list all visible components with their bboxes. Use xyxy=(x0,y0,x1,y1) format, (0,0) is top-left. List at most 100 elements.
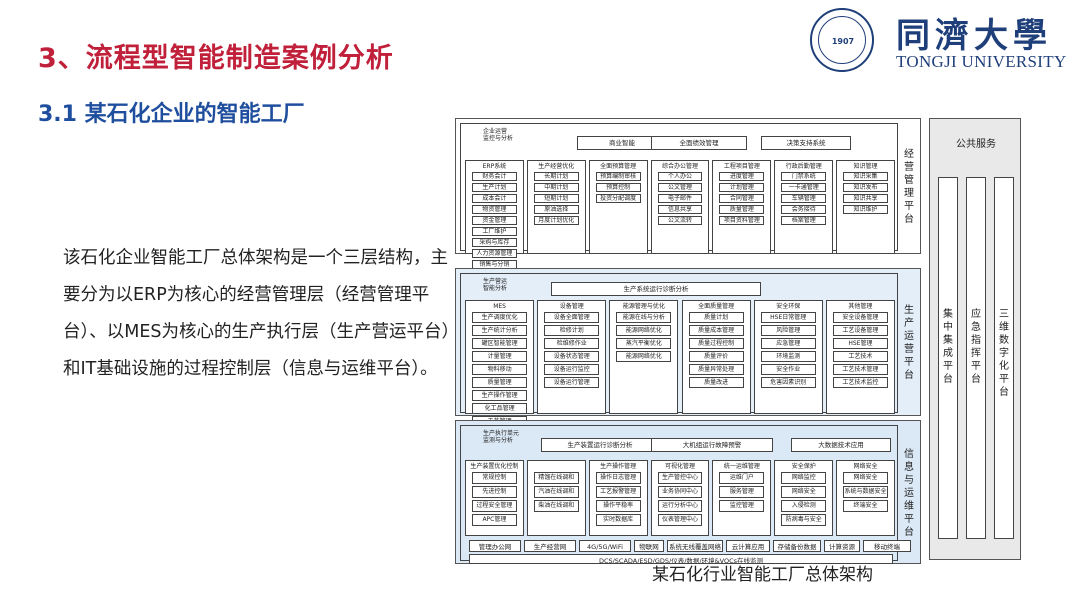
middle-item: 工艺设备管理 xyxy=(832,325,888,336)
middle-item: HSE日常管理 xyxy=(760,312,816,323)
middle-item: 罐区智能管理 xyxy=(472,338,528,349)
bottom-item: 运维门户 xyxy=(719,472,765,484)
middle-item: 生产操作管理 xyxy=(472,390,528,401)
bottom-item: 网络安全 xyxy=(843,472,888,484)
bottom-module-title-6: 网络安全 xyxy=(853,463,878,470)
university-name-en: TONGJI UNIVERSITY xyxy=(896,52,1067,71)
top-module-title-3: 综合办公管理 xyxy=(661,163,698,170)
top-item: 投资分配调度 xyxy=(595,194,641,203)
infra-base-bar: DCS/SCADA/ESD/GDS/仪表/数据/环境&VOCs在线监测 xyxy=(469,554,893,564)
middle-module-1: 设备管理设备全面管理检修计划检维修作业设备状态管理设备运行监控设备运行管理 xyxy=(537,300,607,414)
bottom-item: 运行分析中心 xyxy=(657,500,703,512)
middle-item: 安全设备管理 xyxy=(832,312,888,323)
middle-item: 计量管理 xyxy=(472,351,528,362)
public-services: 公共服务集中集成平台应急指挥平台三维数字化平台 xyxy=(929,118,1021,560)
middle-item: 工艺技术管理 xyxy=(832,364,888,375)
bottom-bar-1: 大机组运行故障预警 xyxy=(651,438,773,452)
bottom-item: APC管理 xyxy=(472,514,517,526)
top-module-title-0: ERP系统 xyxy=(482,163,507,170)
middle-item: 质量过程控制 xyxy=(688,338,744,349)
top-module-title-4: 工程项目管理 xyxy=(723,163,760,170)
public-service-label: 集中集成平台 xyxy=(943,309,953,385)
top-item: 中期计划 xyxy=(533,183,579,192)
middle-corner-label: 生产营运 智能分析 xyxy=(483,278,508,292)
middle-item: 风险管理 xyxy=(760,325,816,336)
top-item: 门禁系统 xyxy=(781,172,827,181)
diagram-caption: 某石化行业智能工厂总体架构 xyxy=(652,565,873,585)
bottom-item: 仪表管理中心 xyxy=(657,514,703,526)
middle-item: 设备运行监控 xyxy=(544,364,600,375)
bottom-corner-label: 生产执行单元 监测与分析 xyxy=(483,430,520,444)
middle-item: 质量成本管理 xyxy=(688,325,744,336)
top-module-3: 综合办公管理个人办公公文管理电子邮件信息共享公文流转 xyxy=(650,160,710,254)
top-module-4: 工程项目管理进度管理计划管理合同管理质量管理项目资料管理 xyxy=(712,160,772,254)
bottom-item: 系统与数据安全 xyxy=(843,486,888,498)
middle-bar-0: 生产系统运行诊断分析 xyxy=(551,282,761,296)
top-module-title-5: 行政后勤管理 xyxy=(785,163,822,170)
middle-item: 检维修作业 xyxy=(544,338,600,349)
top-module-title-2: 全面预算管理 xyxy=(600,163,637,170)
top-item: 电子邮件 xyxy=(657,194,703,203)
top-platform-label: 经营管理平台 xyxy=(904,149,914,225)
top-item: 质量管理 xyxy=(719,205,765,214)
bottom-item: 终端安全 xyxy=(843,500,888,512)
middle-item: 环境监测 xyxy=(760,351,816,362)
seal-year: 1907 xyxy=(831,37,855,46)
middle-module-title-2: 能源管理与优化 xyxy=(622,303,665,310)
middle-module-2: 能源管理与优化能源在线与分析能源网络优化蒸汽平衡优化能源网络优化 xyxy=(609,300,679,414)
bottom-module-title-3: 可视化管理 xyxy=(664,463,695,470)
bottom-module-5: 安全保护网络监控网络安全入侵检测防病毒与安全 xyxy=(774,460,834,536)
top-item: 会务接待 xyxy=(781,205,827,214)
bottom-item: 操作平稳率 xyxy=(595,500,641,512)
top-item: 知识采集 xyxy=(843,172,888,181)
top-item: 工厂维护 xyxy=(472,227,517,236)
infra-item: 系统无线覆盖网络 xyxy=(667,540,723,552)
top-bar-1: 全面绩效管理 xyxy=(651,136,747,150)
top-item: 知识发布 xyxy=(843,183,888,192)
top-module-title-1: 生产经营优化 xyxy=(538,163,575,170)
middle-item: 能源网络优化 xyxy=(616,351,672,362)
bottom-item: 生产管控中心 xyxy=(657,472,703,484)
top-item: 预算控制 xyxy=(595,183,641,192)
middle-item: 质量评价 xyxy=(688,351,744,362)
infra-item: 云计算应用 xyxy=(726,540,770,552)
top-item: 月度计划优化 xyxy=(533,216,579,225)
top-item: 知识维护 xyxy=(843,205,888,214)
top-item: 进度管理 xyxy=(719,172,765,181)
bottom-item: 柴油在线调和 xyxy=(533,500,579,512)
bottom-platform-label: 信息与运维平台 xyxy=(904,448,914,538)
infra-item: 生产经营网 xyxy=(524,540,576,552)
top-item: 生产计划 xyxy=(472,183,517,192)
public-services-header: 公共服务 xyxy=(956,139,996,150)
top-item: 物资管理 xyxy=(472,205,517,214)
bottom-layer: 生产执行单元 监测与分析生产装置运行诊断分析大机组运行故障预警大数据技术应用生产… xyxy=(455,420,921,564)
top-module-1: 生产经营优化长期计划中期计划短期计划原油选择月度计划优化 xyxy=(526,160,586,254)
infra-item: 管理办公网 xyxy=(469,540,521,552)
top-item: 个人办公 xyxy=(657,172,703,181)
bottom-module-3: 可视化管理生产管控中心业务协同中心运行分析中心仪表管理中心 xyxy=(650,460,710,536)
bottom-inner: 生产执行单元 监测与分析生产装置运行诊断分析大机组运行故障预警大数据技术应用生产… xyxy=(460,425,911,564)
bottom-item: 网络监控 xyxy=(781,472,827,484)
top-item: 预算编制审核 xyxy=(595,172,641,181)
bottom-item: 监控管理 xyxy=(719,500,765,512)
middle-platform-label: 生产运营平台 xyxy=(904,305,914,381)
bottom-item: 实时数据库 xyxy=(595,514,641,526)
middle-item: 质量计划 xyxy=(688,312,744,323)
top-item: 人力资源管理 xyxy=(472,249,517,258)
middle-module-title-5: 其他管理 xyxy=(848,303,873,310)
middle-item: 生产统计分析 xyxy=(472,325,528,336)
middle-module-title-0: MES xyxy=(493,303,506,310)
public-service-label: 应急指挥平台 xyxy=(971,309,981,385)
middle-item: 质量异常处理 xyxy=(688,364,744,375)
bottom-item: 工艺报警管理 xyxy=(595,486,641,498)
bottom-item: 网络安全 xyxy=(781,486,827,498)
top-item: 公文管理 xyxy=(657,183,703,192)
top-item: 项目资料管理 xyxy=(719,216,765,225)
bottom-item: 入侵检测 xyxy=(781,500,827,512)
description-paragraph: 该石化企业智能工厂总体架构是一个三层结构，主要分为以ERP为核心的经营管理层（经… xyxy=(63,248,451,379)
middle-item: 能源网络优化 xyxy=(616,325,672,336)
middle-item: 检修计划 xyxy=(544,325,600,336)
middle-item: 质量改进 xyxy=(688,377,744,388)
